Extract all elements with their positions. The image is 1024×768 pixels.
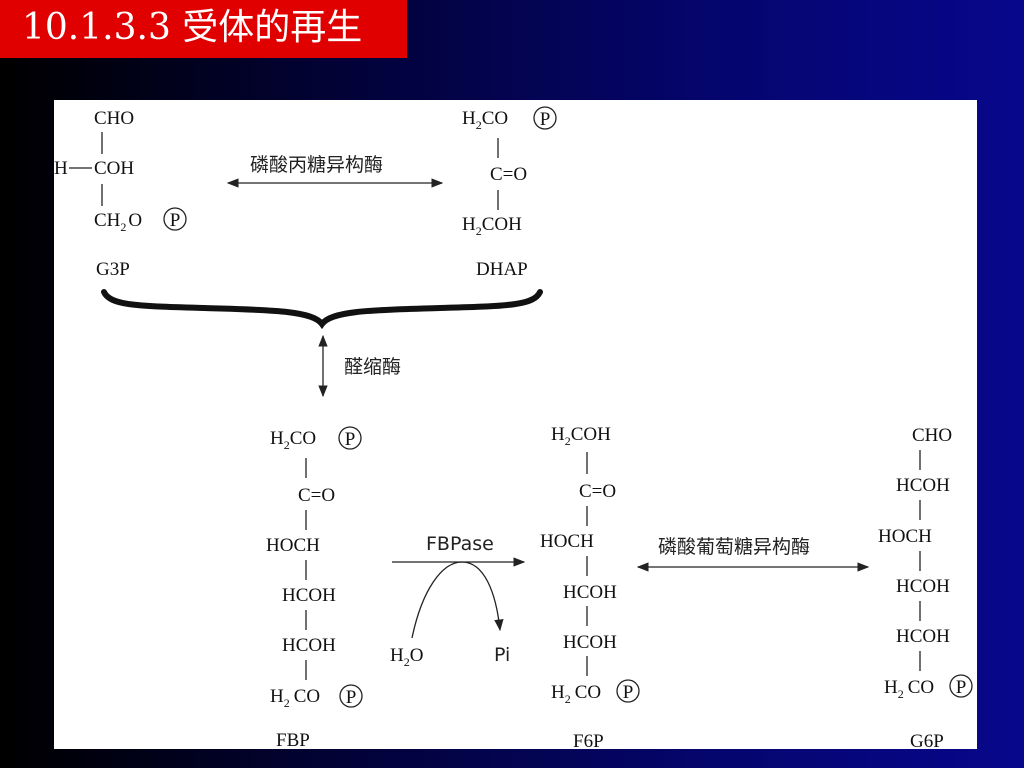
g3p-phosphate: P bbox=[170, 210, 181, 231]
tpi-enzyme-label: 磷酸丙糖异构酶 bbox=[250, 154, 383, 176]
fbpase-water-suffix: O bbox=[410, 645, 424, 666]
fbp-c3: HOCH bbox=[266, 535, 320, 556]
fbp-c6-suffix: CO bbox=[294, 686, 320, 707]
phosphate-circle bbox=[339, 684, 363, 708]
phosphate-circle bbox=[163, 207, 187, 231]
dhap-c1-sub: 2 bbox=[476, 118, 482, 132]
phosphate-circle bbox=[616, 679, 640, 703]
f6p-c1-suffix: COH bbox=[571, 424, 611, 445]
g3p-c3-prefix: CH bbox=[94, 210, 121, 231]
fbpase-water: H2O bbox=[390, 645, 423, 669]
f6p-c6-suffix: CO bbox=[575, 682, 601, 703]
f6p-c4: HCOH bbox=[563, 582, 617, 603]
fbp-c6: H2 CO bbox=[270, 686, 320, 710]
g3p-c3-sub: 2 bbox=[120, 220, 126, 234]
g3p-c2-h: H bbox=[54, 158, 68, 179]
f6p-c1: H2COH bbox=[551, 424, 611, 448]
fbpase-water-prefix: H bbox=[390, 645, 404, 666]
fbpase-enzyme-label: FBPase bbox=[426, 533, 494, 555]
g6p-c2: HCOH bbox=[896, 475, 950, 496]
dhap-phosphate: P bbox=[540, 109, 551, 130]
phosphate-circle bbox=[949, 674, 973, 698]
fbpase-pi: Pi bbox=[494, 644, 510, 666]
f6p-c6: H2 CO bbox=[551, 682, 601, 706]
g6p-label: G6P bbox=[910, 731, 944, 749]
g6p-c6-suffix: CO bbox=[908, 677, 934, 698]
title-bar: 10.1.3.3 受体的再生 bbox=[0, 0, 407, 58]
fbp-phosphate-2: P bbox=[346, 687, 357, 708]
fbp-c1-prefix: H bbox=[270, 428, 284, 449]
dhap-c3: H2COH bbox=[462, 214, 522, 238]
fbp-c1: H2CO bbox=[270, 428, 316, 452]
g3p-label: G3P bbox=[96, 259, 130, 280]
combining-brace bbox=[101, 289, 543, 330]
dhap-c1-suffix: CO bbox=[482, 108, 508, 129]
dhap-c3-sub: 2 bbox=[476, 224, 482, 238]
aldolase-enzyme-label: 醛缩酶 bbox=[344, 356, 401, 378]
g3p-c1: CHO bbox=[94, 108, 134, 129]
g6p-c6-prefix: H bbox=[884, 677, 898, 698]
dhap-structure: H2CO P C=O H2COH DHAP bbox=[462, 106, 557, 280]
fbp-c2: C=O bbox=[298, 485, 335, 506]
dhap-c2: C=O bbox=[490, 164, 527, 185]
pgi-enzyme-label: 磷酸葡萄糖异构酶 bbox=[658, 536, 810, 558]
fbp-label: FBP bbox=[276, 730, 310, 749]
fbpase-curved-arrow bbox=[411, 561, 504, 639]
g3p-c3-suffix: O bbox=[128, 210, 142, 231]
f6p-c3: HOCH bbox=[540, 531, 594, 552]
fbpase-water-sub: 2 bbox=[404, 655, 410, 669]
dhap-c1: H2CO bbox=[462, 108, 508, 132]
g6p-c6-sub: 2 bbox=[898, 687, 904, 701]
f6p-c1-prefix: H bbox=[551, 424, 565, 445]
f6p-c2: C=O bbox=[579, 481, 616, 502]
f6p-c6-prefix: H bbox=[551, 682, 565, 703]
g6p-c1: CHO bbox=[912, 425, 952, 446]
g6p-c4: HCOH bbox=[896, 576, 950, 597]
dhap-c3-suffix: COH bbox=[482, 214, 522, 235]
fbp-c5: HCOH bbox=[282, 635, 336, 656]
dhap-c1-prefix: H bbox=[462, 108, 476, 129]
fbp-phosphate-1: P bbox=[345, 429, 356, 450]
dhap-label: DHAP bbox=[476, 259, 528, 280]
fbp-c6-sub: 2 bbox=[284, 696, 290, 710]
g6p-c6: H2 CO bbox=[884, 677, 934, 701]
f6p-c5: HCOH bbox=[563, 632, 617, 653]
g6p-phosphate: P bbox=[956, 677, 967, 698]
g6p-c5: HCOH bbox=[896, 626, 950, 647]
g6p-structure: CHO HCOH HOCH HCOH HCOH H2 CO P G6P bbox=[878, 425, 973, 749]
fbp-c6-prefix: H bbox=[270, 686, 284, 707]
f6p-c1-sub: 2 bbox=[565, 434, 571, 448]
g6p-c3: HOCH bbox=[878, 526, 932, 547]
f6p-label: F6P bbox=[573, 731, 604, 749]
fbpase-reaction: FBPase H2O Pi bbox=[390, 533, 526, 669]
phosphate-circle bbox=[533, 106, 557, 130]
g3p-c2: COH bbox=[94, 158, 134, 179]
fbp-c1-sub: 2 bbox=[284, 438, 290, 452]
fbp-c4: HCOH bbox=[282, 585, 336, 606]
dhap-c3-prefix: H bbox=[462, 214, 476, 235]
f6p-c6-sub: 2 bbox=[565, 692, 571, 706]
f6p-phosphate: P bbox=[623, 682, 634, 703]
slide-title: 10.1.3.3 受体的再生 bbox=[22, 7, 363, 48]
fbp-c1-suffix: CO bbox=[290, 428, 316, 449]
phosphate-circle bbox=[338, 426, 362, 450]
